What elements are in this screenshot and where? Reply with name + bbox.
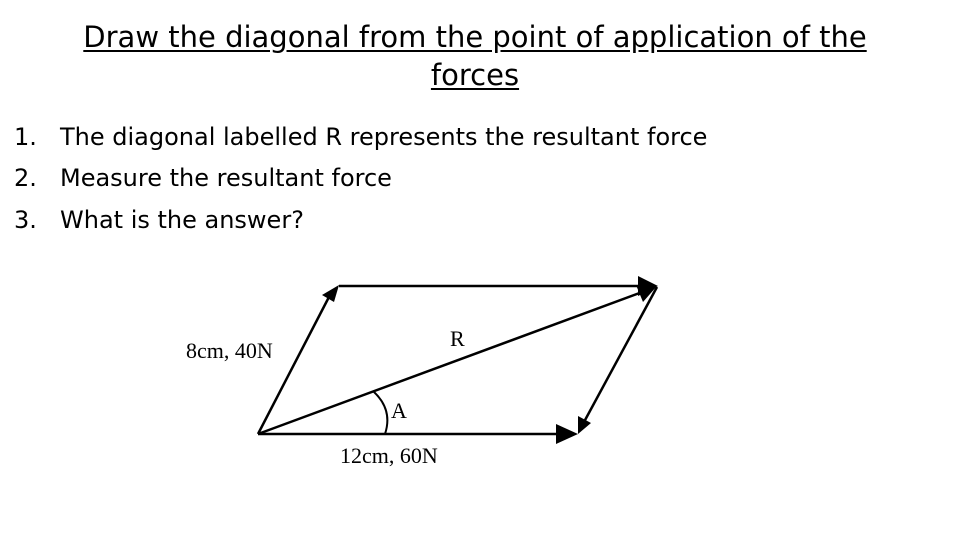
step-text: The diagonal labelled R represents the r… [60, 122, 708, 151]
list-item: 1. The diagonal labelled R represents th… [14, 116, 707, 158]
left-force-arrowhead [322, 285, 339, 302]
right-side [582, 286, 659, 423]
angle-arc [373, 391, 389, 435]
step-number: 2. [14, 164, 37, 193]
resultant-label: R [450, 326, 465, 351]
step-text: Measure the resultant force [60, 164, 392, 193]
instruction-list: 1. The diagonal labelled R represents th… [14, 116, 707, 241]
angle-label: A [391, 398, 407, 423]
list-item: 2. Measure the resultant force [14, 158, 707, 200]
step-number: 1. [14, 122, 37, 151]
right-side-arrowhead [578, 416, 591, 434]
resultant-diagonal [257, 289, 646, 436]
left-force-vector [256, 294, 332, 435]
bottom-force-arrowhead [556, 424, 578, 444]
resultant-arrowhead [636, 285, 657, 302]
step-number: 3. [14, 205, 37, 234]
step-text: What is the answer? [60, 205, 304, 234]
bottom-force-label: 12cm, 60N [340, 443, 438, 468]
left-force-label: 8cm, 40N [186, 338, 273, 363]
list-item: 3. What is the answer? [14, 199, 707, 241]
page-title: Draw the diagonal from the point of appl… [83, 20, 867, 92]
